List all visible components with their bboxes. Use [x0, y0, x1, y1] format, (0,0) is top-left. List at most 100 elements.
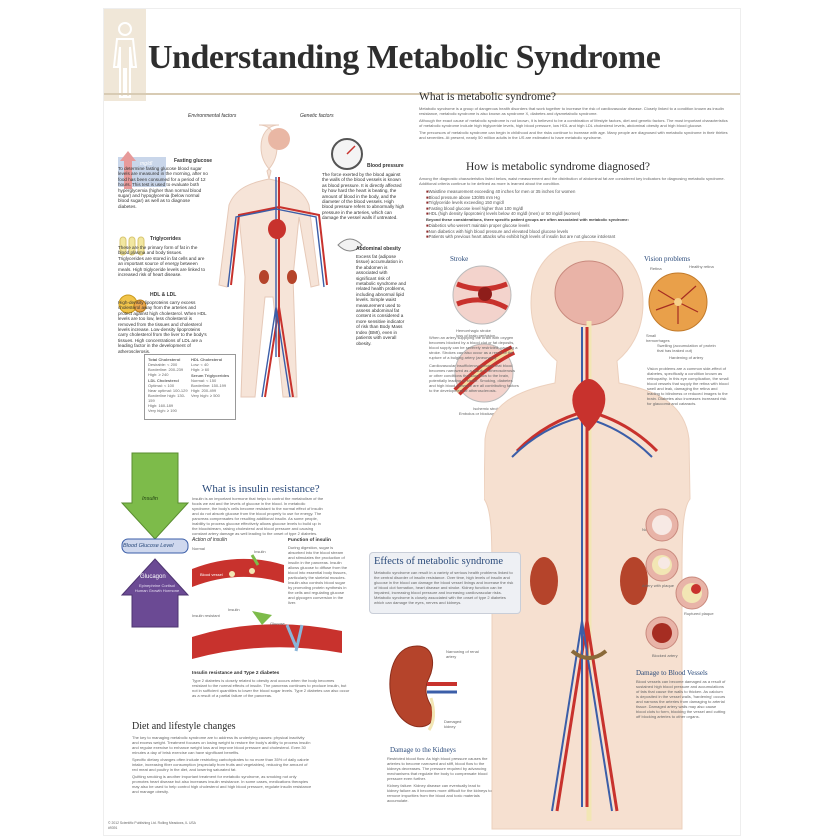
stroke-heading: Stroke	[450, 255, 469, 263]
vessels-text: Blood vessels can become damaged as a re…	[636, 679, 726, 719]
glucose-arrow-icon	[118, 151, 166, 189]
tape-measure-icon	[337, 238, 363, 252]
damaged-kidney-illustration	[389, 645, 457, 731]
vision-text: Vision problems are a common side-effect…	[647, 366, 729, 406]
kidneys-heading: Damage to the Kidneys	[390, 746, 456, 754]
footer-code: #9391	[108, 826, 118, 830]
normal-label: Normal	[192, 546, 205, 551]
table-cell: Low: < 40	[191, 362, 209, 367]
footer-credit: © 2012 Scientific Publishing Ltd. Rollin…	[108, 821, 196, 825]
blood-pressure-title: Blood pressure	[367, 163, 404, 169]
hdl-ldl-title: HDL & LDL	[150, 292, 177, 298]
ruptured-plaque-label: Ruptured plaque	[684, 611, 714, 616]
title-divider	[104, 93, 740, 95]
lipoprotein-icon	[118, 294, 147, 314]
retina-illustration	[648, 272, 708, 332]
function-of-insulin-title: Function of insulin	[288, 538, 331, 543]
stroke-text: When an artery supplying the brain with …	[429, 335, 519, 393]
retina-label: Retina	[650, 266, 662, 271]
list-item: Non diabetics with high blood pressure a…	[426, 229, 726, 235]
effects-heading: Effects of metabolic syndrome	[374, 556, 503, 567]
environmental-factors-label: Environmental factors	[188, 113, 237, 119]
hemorrhagic-stroke-illustration	[452, 265, 512, 325]
artery-with-plaque-icon	[645, 548, 679, 582]
normal-artery-icon	[645, 508, 679, 542]
cholesterol-table: Total Cholesterol Desirable: < 200 Borde…	[144, 354, 236, 420]
diagnosed-subheading: Beyond these considerations, three speci…	[426, 217, 629, 222]
diagnosed-list: Waistline measurement exceeding 40 inche…	[426, 189, 726, 217]
diagnosed-heading: How is metabolic syndrome diagnosed?	[466, 161, 650, 173]
healthy-retina-label: Healthy retina	[689, 264, 714, 269]
ischemic-label: Ischemic stroke Embolus or blockage of a…	[458, 406, 516, 416]
list-item: Patients with previous heart attacks who…	[426, 234, 726, 240]
fasting-glucose-text: To determine fasting glucose blood sugar…	[118, 166, 208, 209]
torso-circulation-illustration	[484, 241, 691, 830]
narrowing-renal-artery-label: Narrowing of renal artery	[446, 649, 479, 659]
table-cell: High: 200-499	[191, 388, 217, 393]
vision-heading: Vision problems	[644, 255, 691, 263]
blocked-artery-label: Blocked artery	[652, 653, 678, 658]
ischemic-stroke-illustration	[453, 343, 516, 403]
glucose-flow-chart	[120, 452, 190, 628]
table-cell: Optimal: < 100	[148, 383, 175, 388]
flow-hormones-label: Epinephrine Cortisol Human Growth Hormon…	[134, 583, 180, 593]
list-item: Diabetics who weren't maintain proper gl…	[426, 223, 726, 229]
effects-box	[369, 552, 521, 614]
abdominal-obesity-title: Abdominal obesity	[356, 246, 401, 252]
heart-icon	[268, 219, 286, 239]
flow-glucagon-label: Glucagon	[140, 574, 166, 580]
insulin-label-normal: Insulin	[254, 549, 266, 554]
insulin-label-resistant: Insulin	[228, 607, 240, 612]
ruptured-plaque-icon	[675, 576, 709, 610]
vessels-heading: Damage to Blood Vessels	[636, 669, 708, 677]
insulin-text: Insulin is an important hormone that hel…	[192, 496, 324, 536]
insulin-heading: What is insulin resistance?	[202, 483, 320, 495]
effects-text: Metabolic syndrome can result in a varie…	[374, 570, 514, 605]
blocked-artery-icon	[645, 616, 679, 650]
table-cell: Desirable: < 200	[148, 362, 178, 367]
table-cell: Normal: < 150	[191, 378, 217, 383]
table-col-hdl: HDL Cholesterol Low: < 40 High: ≥ 60 Ser…	[191, 357, 233, 398]
resistance-title: Insulin resistance and Type 2 diabetes	[192, 671, 280, 676]
hemorrhagic-label: Hemorrhagic stroke loss of brain perfusi…	[456, 328, 496, 338]
flow-insulin-label: Insulin	[142, 496, 158, 502]
what-is-text: Metabolic syndrome is a group of dangero…	[419, 106, 728, 140]
function-of-insulin-text: During digestion, sugar is absorbed into…	[288, 545, 348, 605]
small-hemorrhages-label: Small hemorrhages	[646, 333, 670, 343]
glucose-label: Glucose	[270, 621, 285, 626]
kidney-icon	[620, 557, 648, 605]
action-of-insulin-label: Action of insulin	[192, 537, 228, 543]
table-cell: Borderline: 200-239	[148, 367, 184, 372]
blood-vessel-label: Blood vessel	[200, 572, 223, 577]
diet-text: The key to managing metabolic syndrome a…	[132, 735, 312, 794]
kidney-icon	[530, 557, 558, 605]
list-item: Fasting blood glucose level higher than …	[426, 206, 726, 212]
resistance-text: Type 2 diabetes is closely related to ob…	[192, 678, 350, 698]
list-item: Blood pressure above 130/85 mm Hg	[426, 195, 726, 201]
brain-icon	[554, 260, 624, 326]
damaged-kidney-label: Damaged kidney	[444, 719, 462, 729]
triglycerides-title: Triglycerides	[150, 236, 181, 242]
table-col-total: Total Cholesterol Desirable: < 200 Borde…	[148, 357, 190, 413]
diagnosed-intro: Among the diagnostic characteristics lis…	[419, 176, 725, 186]
normal-insulin-vessel-illustration	[192, 554, 284, 587]
glucose-gauge-label: mg/dl	[140, 161, 153, 167]
table-cell: Borderline high: 130-159	[148, 393, 186, 403]
list-item: HDL (high density lipoprotein) levels be…	[426, 211, 726, 217]
abdominal-obesity-text: Excess fat (adipose tissue) accumulation…	[356, 254, 407, 346]
swelling-label: Swelling (accumulation of protein that h…	[657, 343, 716, 353]
list-item: Waistline measurement exceeding 40 inche…	[426, 189, 726, 195]
table-cell: Near optimal: 100-129	[148, 388, 188, 393]
table-cell: Very high: ≥ 500	[191, 393, 220, 398]
table-cell: High: ≥ 60	[191, 367, 210, 372]
blood-pressure-gauge-icon	[331, 138, 363, 170]
insulin-resistant-vessel-illustration	[192, 611, 342, 659]
table-cell: Very high: ≥ 190	[148, 408, 177, 413]
hardening-label: Hardening of artery	[669, 355, 704, 360]
body-circulation-illustration	[218, 124, 328, 398]
diagnosed-list-2: Diabetics who weren't maintain proper gl…	[426, 223, 726, 240]
poster: Understanding Metabolic Syndrome What is…	[103, 8, 741, 836]
genetic-factors-label: Genetic factors	[300, 113, 334, 119]
flow-bgl-label: Blood Glucose Level	[123, 543, 174, 549]
human-figure-icon	[112, 22, 138, 98]
